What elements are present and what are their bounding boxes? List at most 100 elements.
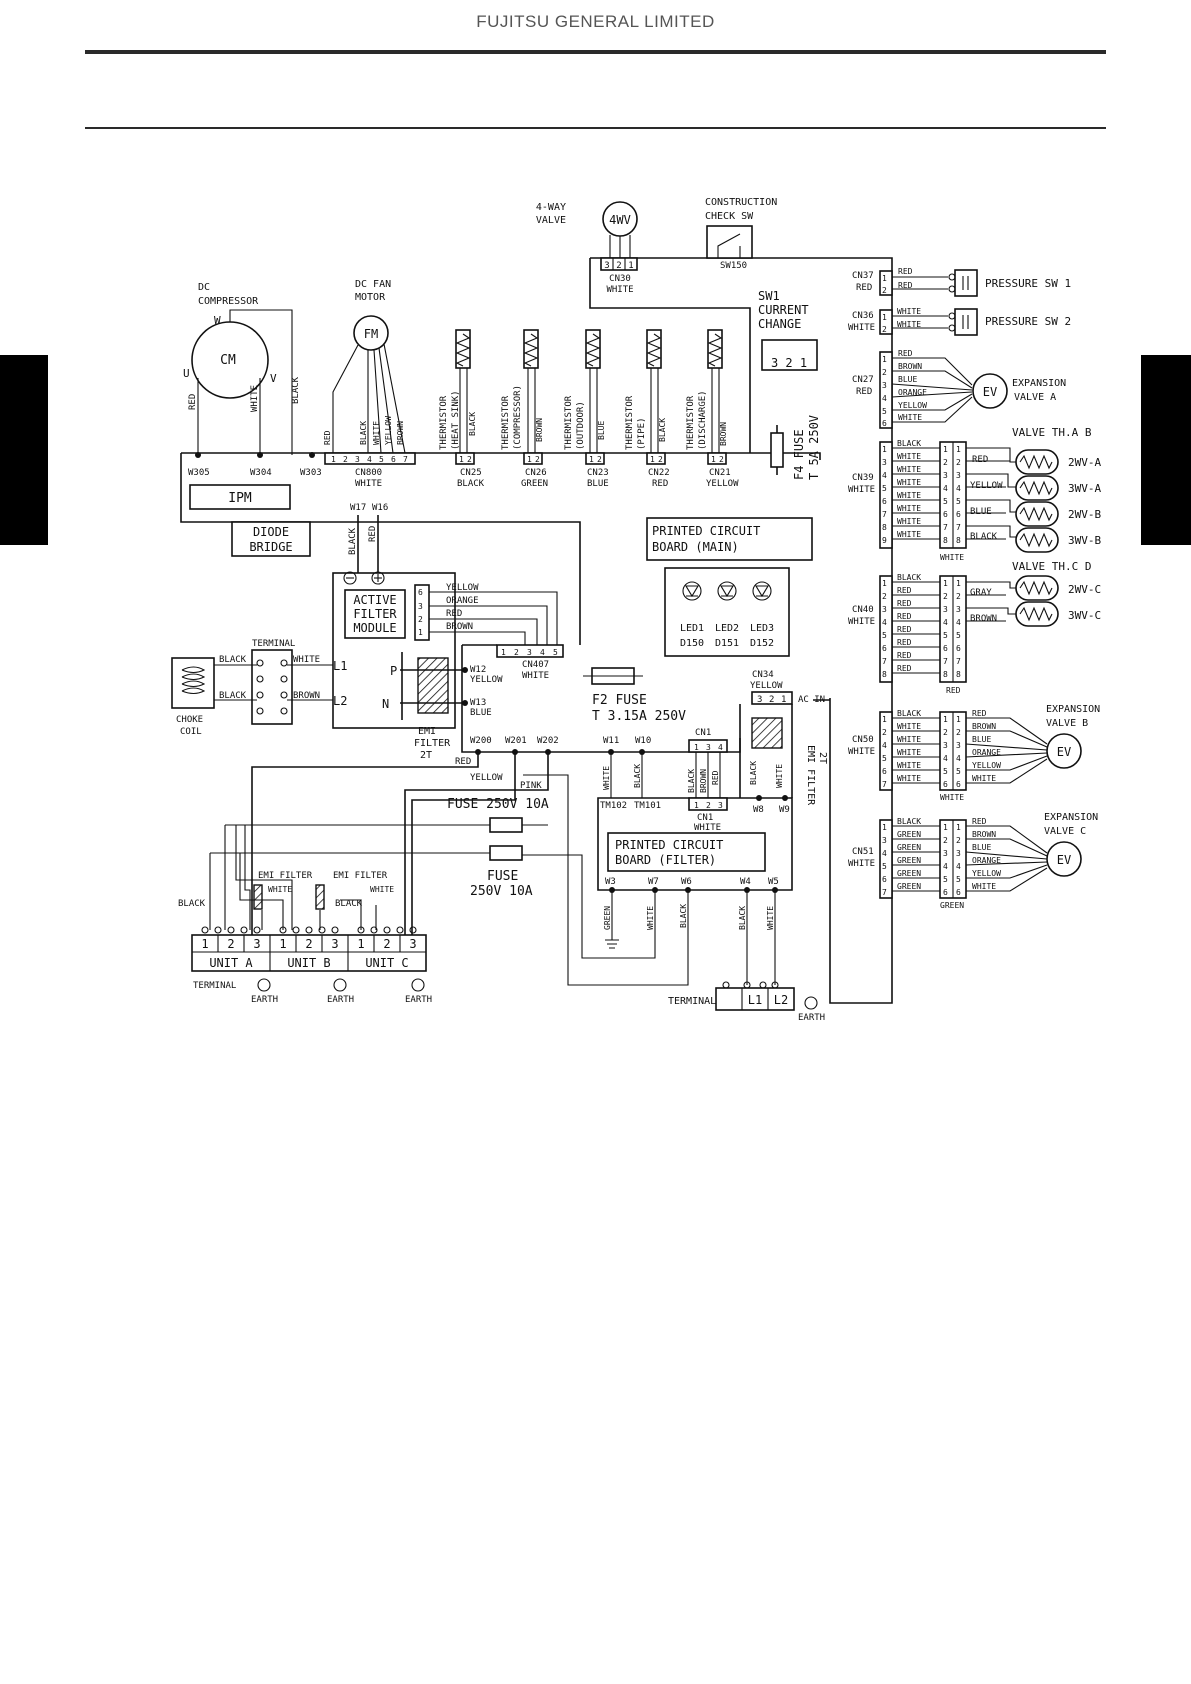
svg-text:5: 5 (956, 875, 961, 884)
section-rule (85, 127, 1106, 129)
svg-text:WHITE: WHITE (268, 885, 292, 894)
svg-text:4: 4 (956, 618, 961, 627)
svg-text:W5: W5 (768, 877, 779, 887)
header-rule (85, 50, 1106, 54)
svg-text:1: 1 (956, 823, 961, 832)
svg-text:6: 6 (882, 875, 887, 884)
svg-text:RED: RED (972, 709, 987, 718)
svg-text:BROWN: BROWN (535, 418, 544, 442)
svg-text:W303: W303 (300, 468, 322, 478)
svg-text:YELLOW: YELLOW (470, 675, 503, 685)
svg-text:WHITE: WHITE (897, 452, 921, 461)
svg-text:WHITE: WHITE (848, 859, 875, 869)
svg-text:GREEN: GREEN (940, 901, 964, 910)
svg-text:WHITE: WHITE (370, 885, 394, 894)
svg-text:4: 4 (882, 471, 887, 480)
svg-text:FILTER: FILTER (353, 607, 397, 621)
svg-text:W305: W305 (188, 468, 210, 478)
svg-text:RED: RED (368, 526, 378, 542)
svg-text:COMPRESSOR: COMPRESSOR (198, 296, 259, 307)
svg-text:WHITE: WHITE (897, 761, 921, 770)
svg-text:5: 5 (882, 407, 887, 416)
svg-text:4: 4 (943, 484, 948, 493)
svg-text:2: 2 (882, 728, 887, 737)
svg-text:GREEN: GREEN (897, 843, 921, 852)
svg-text:BOARD (FILTER): BOARD (FILTER) (615, 853, 716, 867)
svg-text:BLACK: BLACK (970, 532, 998, 542)
svg-text:EV: EV (1057, 853, 1071, 867)
svg-text:8: 8 (943, 536, 948, 545)
svg-text:BROWN: BROWN (972, 722, 996, 731)
svg-text:1: 1 (943, 579, 948, 588)
construction-check-switch: CONSTRUCTION CHECK SW SW150 (705, 197, 777, 271)
svg-text:CN407: CN407 (522, 660, 549, 670)
svg-text:L2: L2 (333, 694, 347, 708)
svg-text:YELLOW: YELLOW (750, 681, 783, 691)
svg-text:2: 2 (882, 286, 887, 295)
svg-text:3: 3 (706, 743, 711, 752)
svg-text:DC: DC (198, 282, 210, 293)
svg-text:BROWN: BROWN (970, 614, 997, 624)
svg-text:U: U (183, 367, 190, 380)
svg-text:6: 6 (418, 588, 423, 597)
svg-text:BROWN: BROWN (396, 421, 405, 445)
pressure-switch-1: CN37 RED 1 2 RED RED PRESSURE SW 1 (852, 267, 1071, 297)
choke-coil-and-terminal: CHOKE COIL TERMINAL BLACK BLACK WHITE BR… (171, 639, 333, 737)
svg-text:3: 3 (882, 458, 887, 467)
svg-text:FUSE 250V 10A: FUSE 250V 10A (447, 797, 549, 812)
svg-text:3: 3 (527, 648, 532, 657)
svg-text:2: 2 (467, 455, 472, 464)
svg-text:PINK: PINK (520, 781, 542, 791)
svg-text:CN25: CN25 (460, 468, 482, 478)
svg-text:WHITE: WHITE (897, 504, 921, 513)
svg-text:CN21: CN21 (709, 468, 731, 478)
svg-text:ORANGE: ORANGE (972, 856, 1001, 865)
svg-text:RED: RED (972, 817, 987, 826)
four-way-valve: 4-WAY VALVE 4WV 3 2 1 CN30 WHITE (536, 201, 638, 295)
svg-text:GREEN: GREEN (521, 479, 548, 489)
svg-text:BLACK: BLACK (348, 527, 358, 555)
svg-text:CN27: CN27 (852, 375, 874, 385)
svg-text:4: 4 (882, 618, 887, 627)
svg-text:BLUE: BLUE (597, 421, 606, 440)
svg-text:3: 3 (757, 695, 762, 705)
svg-text:PRESSURE SW 2: PRESSURE SW 2 (985, 315, 1071, 328)
svg-text:5: 5 (882, 862, 887, 871)
svg-text:3: 3 (956, 605, 961, 614)
svg-text:3: 3 (956, 471, 961, 480)
sw1-current-change: SW1 CURRENT CHANGE 3 2 1 (758, 289, 818, 371)
svg-text:BLACK: BLACK (633, 764, 642, 788)
svg-text:3: 3 (882, 605, 887, 614)
svg-text:W201: W201 (505, 736, 527, 746)
svg-text:W12: W12 (470, 665, 486, 675)
left-margin-tab (0, 355, 48, 545)
svg-text:1: 1 (956, 715, 961, 724)
svg-text:2: 2 (943, 592, 948, 601)
svg-text:2: 2 (882, 592, 887, 601)
svg-text:TERMINAL: TERMINAL (193, 981, 236, 991)
svg-text:2: 2 (383, 937, 390, 951)
svg-text:2T: 2T (420, 750, 432, 761)
svg-text:GREEN: GREEN (897, 869, 921, 878)
svg-text:RED: RED (946, 686, 961, 695)
svg-text:RED: RED (652, 479, 668, 489)
expansion-valve-c: CN51 WHITE 1 3 4 5 6 7 BLACK GREEN GREEN… (848, 812, 1098, 910)
cn30-label: CN30 (609, 274, 631, 284)
svg-text:WHITE: WHITE (897, 491, 921, 500)
svg-text:CN51: CN51 (852, 847, 874, 857)
svg-text:250V 10A: 250V 10A (470, 884, 533, 899)
svg-text:6: 6 (943, 888, 948, 897)
svg-text:3: 3 (418, 602, 423, 611)
svg-text:WHITE: WHITE (897, 530, 921, 539)
svg-text:YELLOW: YELLOW (706, 479, 739, 489)
svg-text:WHITE: WHITE (897, 774, 921, 783)
svg-text:6: 6 (391, 455, 396, 464)
svg-text:RED: RED (856, 387, 872, 397)
svg-text:1: 1 (694, 743, 699, 752)
svg-text:6: 6 (956, 780, 961, 789)
svg-text:3 2 1: 3 2 1 (771, 356, 807, 370)
svg-text:EARTH: EARTH (798, 1013, 825, 1023)
svg-text:BLUE: BLUE (972, 735, 991, 744)
svg-text:5: 5 (882, 484, 887, 493)
svg-text:5: 5 (882, 754, 887, 763)
